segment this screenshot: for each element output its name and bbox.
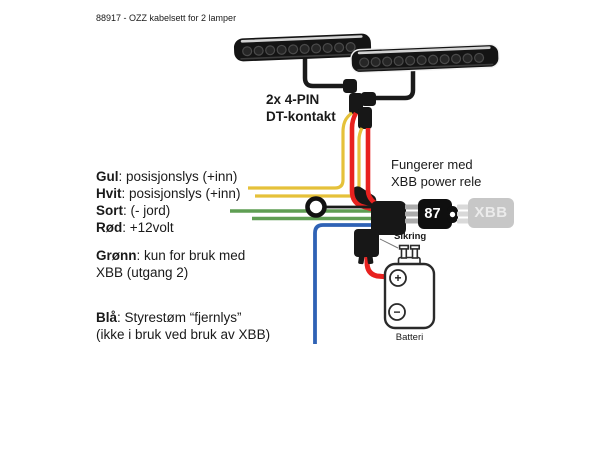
battery-label: Batteri: [395, 332, 424, 343]
fuse-holder: [354, 229, 379, 265]
wire-label-bla: Blå: Styrestøm “fjernlys”(ikke i bruk ve…: [96, 310, 270, 343]
lamp2-cable: [371, 59, 416, 101]
wire-label-gronn-name: Grønn: [96, 248, 137, 263]
wire-label-gul-desc: : posisjonslys (+inn): [118, 169, 238, 184]
relay-connector: [371, 201, 406, 235]
xbb-note: Fungerer med XBB power rele: [391, 157, 481, 190]
wire-label-bla-line2: (ikke i bruk ved bruk av XBB): [96, 326, 271, 342]
blue-wire: [313, 223, 374, 344]
lamp2-led-row: [360, 53, 490, 67]
led-lamp-2: [350, 43, 500, 74]
wire-label-rod-desc: : +12volt: [122, 220, 174, 235]
lamp2-edge-highlight: [357, 46, 491, 55]
wire-label-rod-name: Rød: [96, 220, 123, 235]
wire-label-hvit: Hvit: posisjonslys (+inn): [96, 186, 240, 203]
battery-minus-sign: −: [393, 304, 401, 319]
wire-label-rod: Rød: +12volt: [96, 220, 174, 237]
battery-plus-terminal: [389, 269, 407, 287]
lamp1-led-row: [243, 42, 365, 56]
lamp1-cable: [302, 51, 349, 89]
xbb-note-line2: XBB power rele: [391, 173, 482, 189]
battery-minus-terminal: [388, 303, 406, 321]
wire-label-gronn-line2: XBB (utgang 2): [96, 264, 189, 280]
blade-fuse-icon: [397, 244, 421, 266]
red-wire-2: [365, 128, 377, 205]
yellow-wire-1: [248, 111, 353, 190]
wire-sheath: [350, 186, 377, 209]
dt-connector-label-line1: 2x 4-PIN: [266, 92, 320, 107]
lamp1-edge-highlight: [240, 35, 363, 43]
wire-label-bla-desc: : Styrestøm “fjernlys”: [117, 310, 242, 325]
dt-connector-label-line2: DT-kontakt: [266, 108, 336, 124]
wire-label-gronn-desc: : kun for bruk med: [136, 248, 246, 263]
wire-label-bla-name: Blå: [96, 310, 118, 325]
wire-label-sort: Sort: (- jord): [96, 203, 170, 220]
battery: [383, 262, 436, 330]
relay-87: [405, 199, 458, 229]
dt-connector-label: 2x 4-PIN DT-kontakt: [266, 92, 336, 125]
xbb-relay: [457, 198, 514, 228]
lamp2-plug: [361, 92, 376, 106]
fuse-pointer-line: [379, 238, 399, 249]
xbb-relay-label: XBB: [474, 204, 508, 221]
red-wire-1: [349, 111, 376, 213]
diagram-title: 88917 - OZZ kabelsett for 2 lamper: [96, 13, 237, 23]
xbb-note-line1: Fungerer med: [391, 157, 473, 172]
wire-label-sort-desc: : (- jord): [123, 203, 171, 218]
wire-label-gul-name: Gul: [96, 169, 119, 184]
relay-mount-hole: [449, 211, 456, 218]
lamp1-plug: [343, 79, 357, 93]
yellow-wire-2: [255, 127, 364, 198]
wire-label-sort-name: Sort: [96, 203, 123, 218]
led-lamp-1: [233, 33, 372, 62]
wire-label-hvit-name: Hvit: [96, 186, 122, 201]
battery-plus-sign: +: [394, 270, 402, 285]
dt-connector-2: [358, 107, 372, 129]
wire-label-gul: Gul: posisjonslys (+inn): [96, 169, 237, 186]
relay-87-label: 87: [424, 206, 441, 222]
ring-terminal-icon: [305, 196, 327, 218]
fuse-label: Sikring: [394, 231, 427, 242]
wire-label-hvit-desc: : posisjonslys (+inn): [121, 186, 241, 201]
